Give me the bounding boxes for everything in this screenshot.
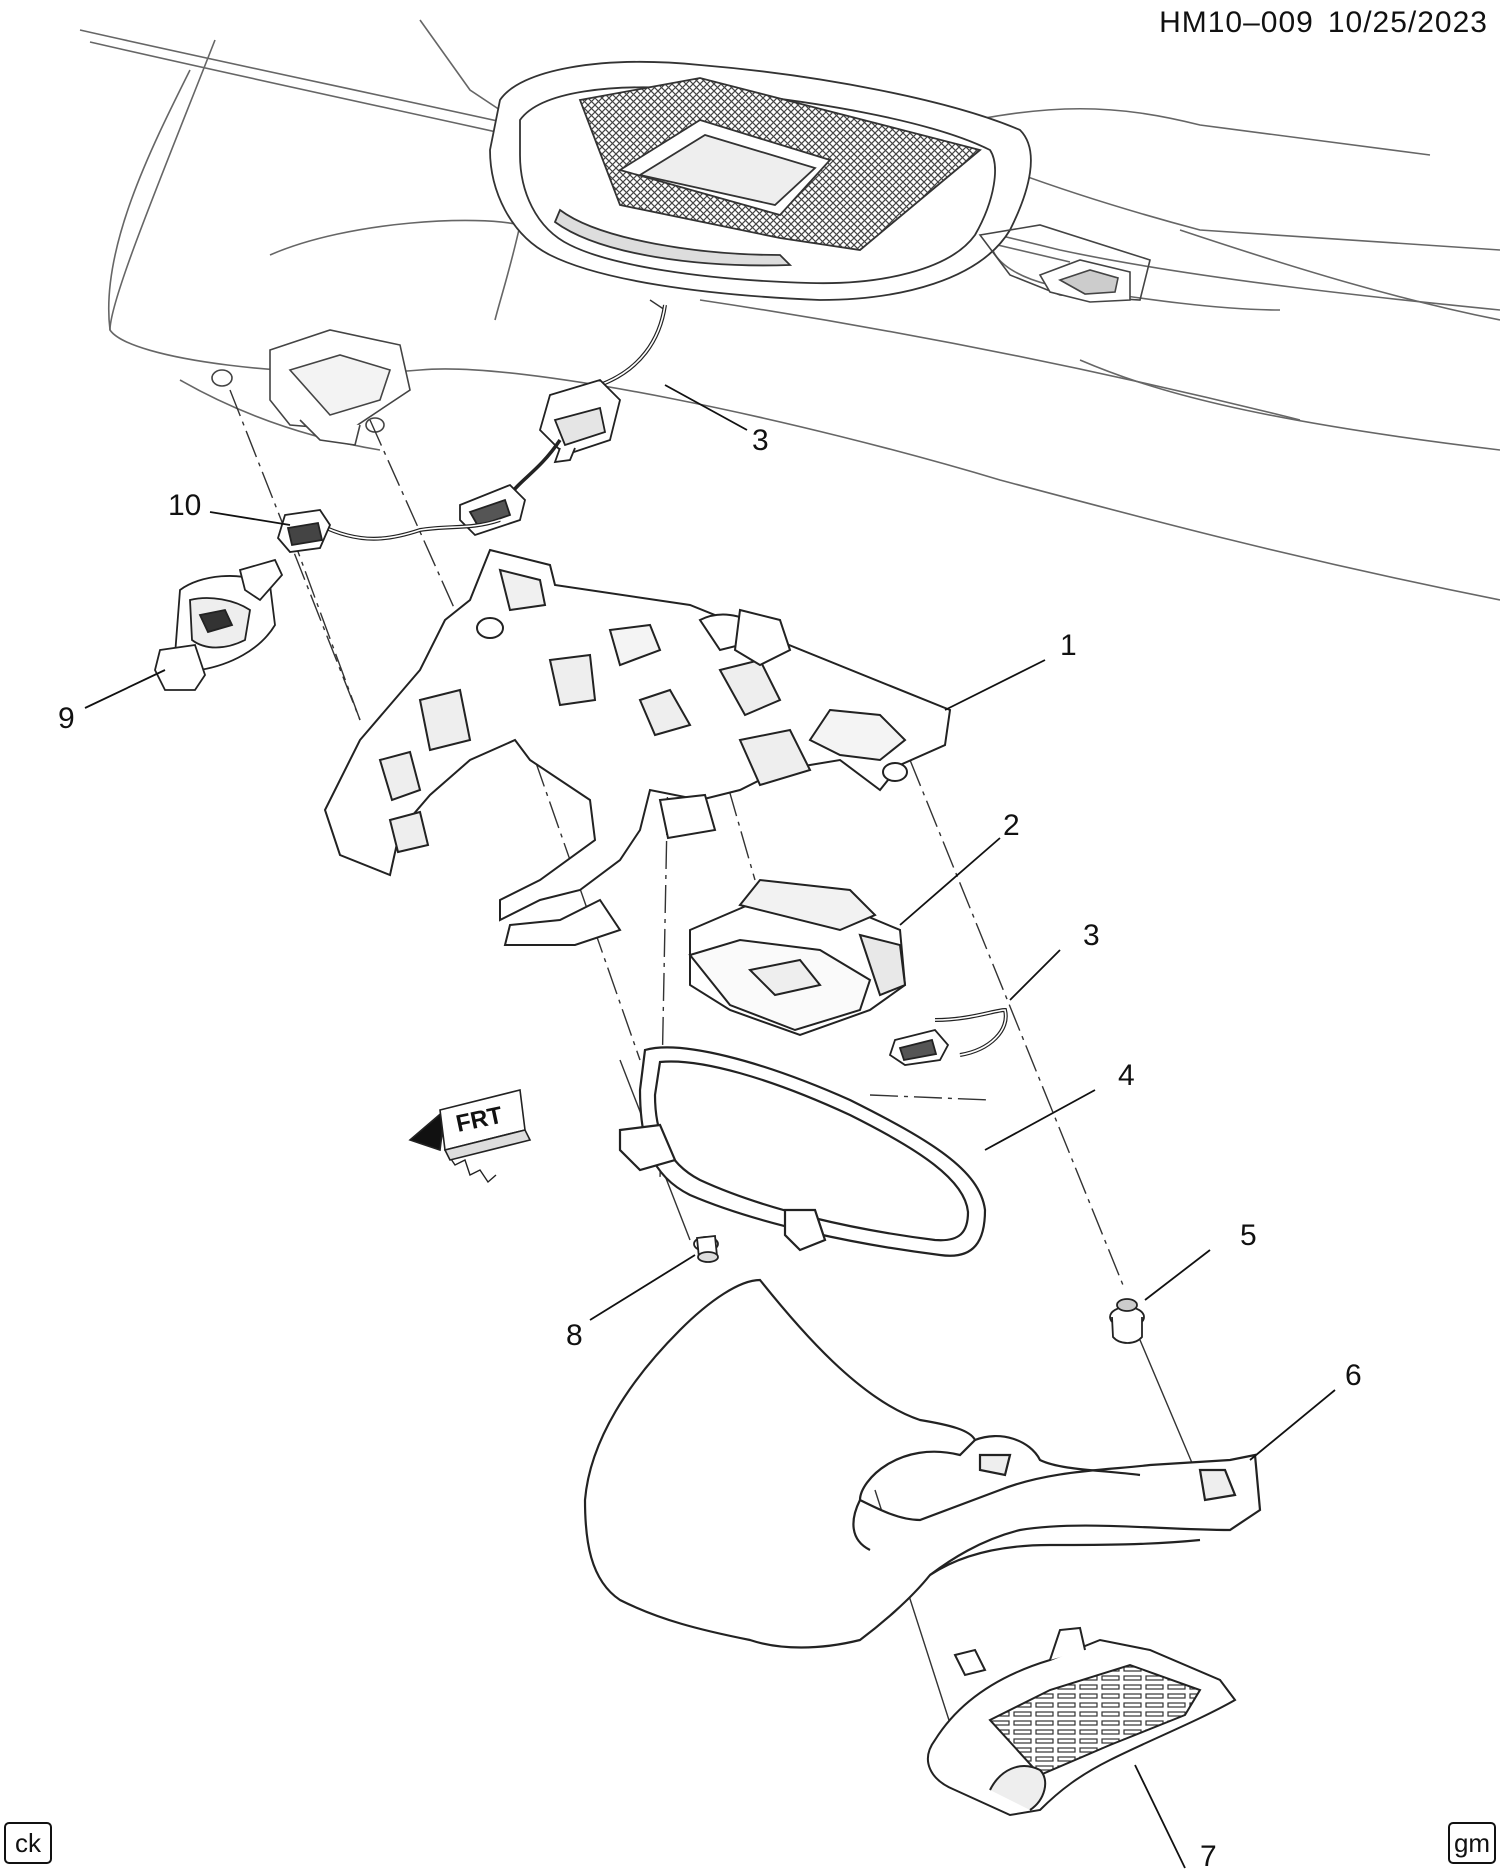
callout-8: 8 (566, 1319, 583, 1352)
part-6-mirror-cover (583, 1278, 1262, 1649)
part-4-mirror (618, 1046, 987, 1257)
diagram-code: HM10–009 (1159, 6, 1314, 39)
front-direction-arrow (408, 1089, 532, 1184)
badge-ck: ck (4, 1822, 52, 1864)
part-8-fastener (693, 1235, 719, 1263)
diagram-header: HM10–009 10/25/2023 (1145, 6, 1488, 40)
part-9-sensor (154, 558, 284, 691)
callout-3-lower: 3 (1083, 919, 1100, 952)
callout-6: 6 (1345, 1359, 1362, 1392)
diagram-date: 10/25/2023 (1327, 6, 1488, 39)
part-7-grille-cover (926, 1626, 1237, 1817)
callout-4: 4 (1118, 1059, 1135, 1092)
assembly-leader-lines (229, 299, 1126, 1291)
badge-gm: gm (1448, 1822, 1496, 1864)
overhead-console (489, 61, 1032, 301)
roof-module-right (978, 224, 1151, 303)
callout-leaders (84, 384, 1336, 1869)
part-10-harness (276, 509, 501, 553)
callout-2: 2 (1003, 809, 1020, 842)
callout-5: 5 (1240, 1219, 1257, 1252)
callout-9: 9 (58, 702, 75, 735)
callout-1: 1 (1060, 629, 1077, 662)
callout-7: 7 (1200, 1840, 1217, 1872)
part-1-bracket (323, 548, 952, 946)
part-3-harness-upper (459, 304, 667, 537)
roof-mount-left (211, 329, 411, 446)
part-5-clip (1109, 1298, 1145, 1344)
callout-3-upper: 3 (752, 424, 769, 457)
callout-10: 10 (168, 489, 201, 522)
part-2-module (688, 878, 907, 1037)
part-3-harness-lower (888, 1007, 1008, 1066)
